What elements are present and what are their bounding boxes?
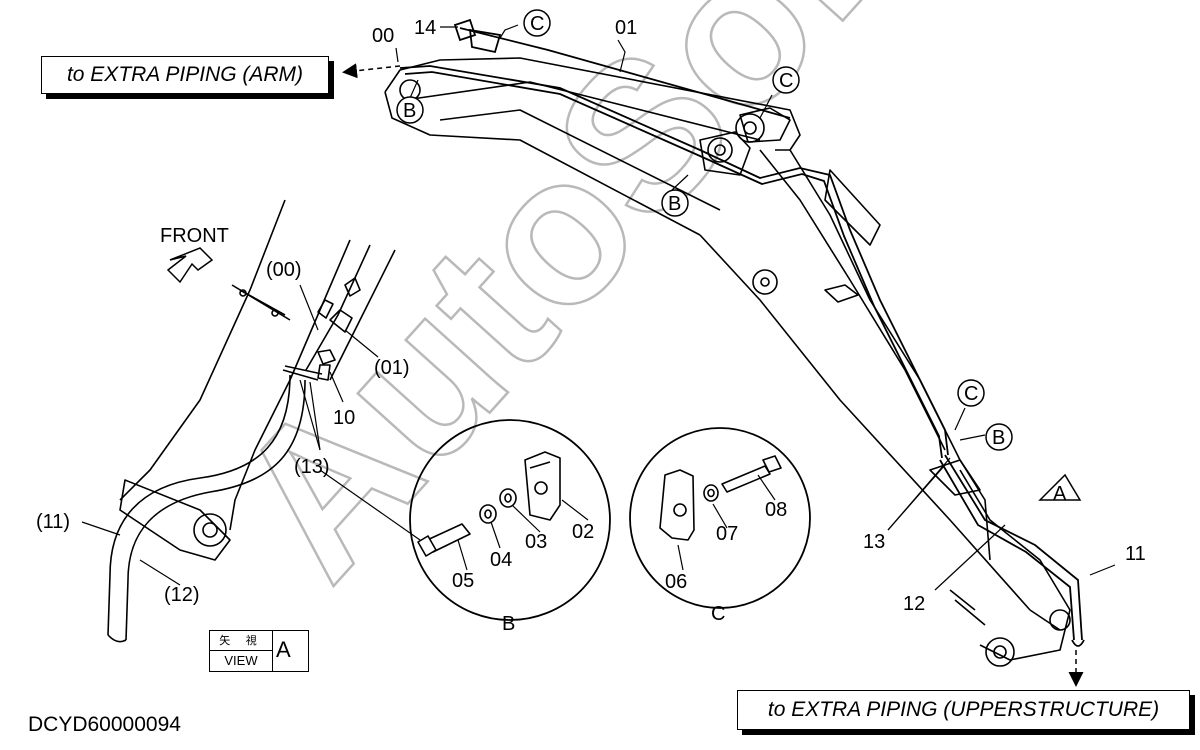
label-b1: B	[403, 100, 416, 122]
label-14: 14	[414, 17, 436, 39]
label-c1: C	[530, 13, 544, 35]
label-b3: B	[992, 427, 1005, 449]
label-06: 06	[665, 571, 687, 593]
view-a-detail	[107, 199, 396, 643]
label-12-paren: (12)	[164, 584, 200, 606]
label-08: 08	[765, 499, 787, 521]
front-arrow-icon	[166, 247, 214, 284]
label-11: 11	[1125, 543, 1146, 565]
label-00: 00	[372, 25, 394, 47]
label-01: 01	[615, 17, 637, 39]
label-c2: C	[779, 70, 793, 92]
detail-b-parts	[417, 451, 561, 557]
label-view-a: A	[1053, 483, 1067, 505]
label-12: 12	[903, 593, 925, 615]
leader-lines	[81, 24, 1116, 591]
detail-b-circle	[409, 419, 611, 621]
boom-pipes	[399, 18, 1085, 647]
label-03: 03	[525, 531, 547, 553]
label-05: 05	[452, 570, 474, 592]
label-detail-b: B	[502, 613, 515, 635]
label-10: 10	[333, 407, 355, 429]
label-02: 02	[572, 521, 594, 543]
callout-extra-piping-arm: to EXTRA PIPING (ARM)	[41, 56, 329, 94]
detail-c-circle	[629, 427, 811, 609]
detail-c-parts	[659, 455, 782, 541]
view-a-arrow-icon	[1038, 473, 1082, 501]
label-11-paren: (11)	[36, 511, 70, 533]
view-box-letter: A	[276, 637, 291, 662]
letter-bubbles	[396, 9, 1013, 451]
label-07: 07	[716, 523, 738, 545]
label-front: FRONT	[160, 225, 229, 247]
arm-arrow	[342, 63, 401, 79]
label-13-paren: (13)	[294, 456, 330, 478]
label-c3: C	[964, 383, 978, 405]
view-box-en: VIEW	[210, 651, 273, 671]
label-detail-c: C	[711, 603, 725, 625]
drawing-code: DCYD60000094	[28, 713, 181, 736]
part-labels: 00 14 01 C C B B C B FRONT (00) (01) 10 …	[36, 13, 1146, 635]
label-00-paren: (00)	[266, 259, 302, 281]
callout-extra-piping-upperstructure: to EXTRA PIPING (UPPERSTRUCTURE)	[737, 690, 1190, 730]
view-box-jp: 矢 視	[210, 631, 273, 651]
label-01-paren: (01)	[374, 357, 410, 379]
view-a-box: 矢 視 VIEW A	[209, 630, 309, 672]
label-b2: B	[668, 193, 681, 215]
label-13: 13	[863, 531, 885, 553]
label-04: 04	[490, 549, 512, 571]
